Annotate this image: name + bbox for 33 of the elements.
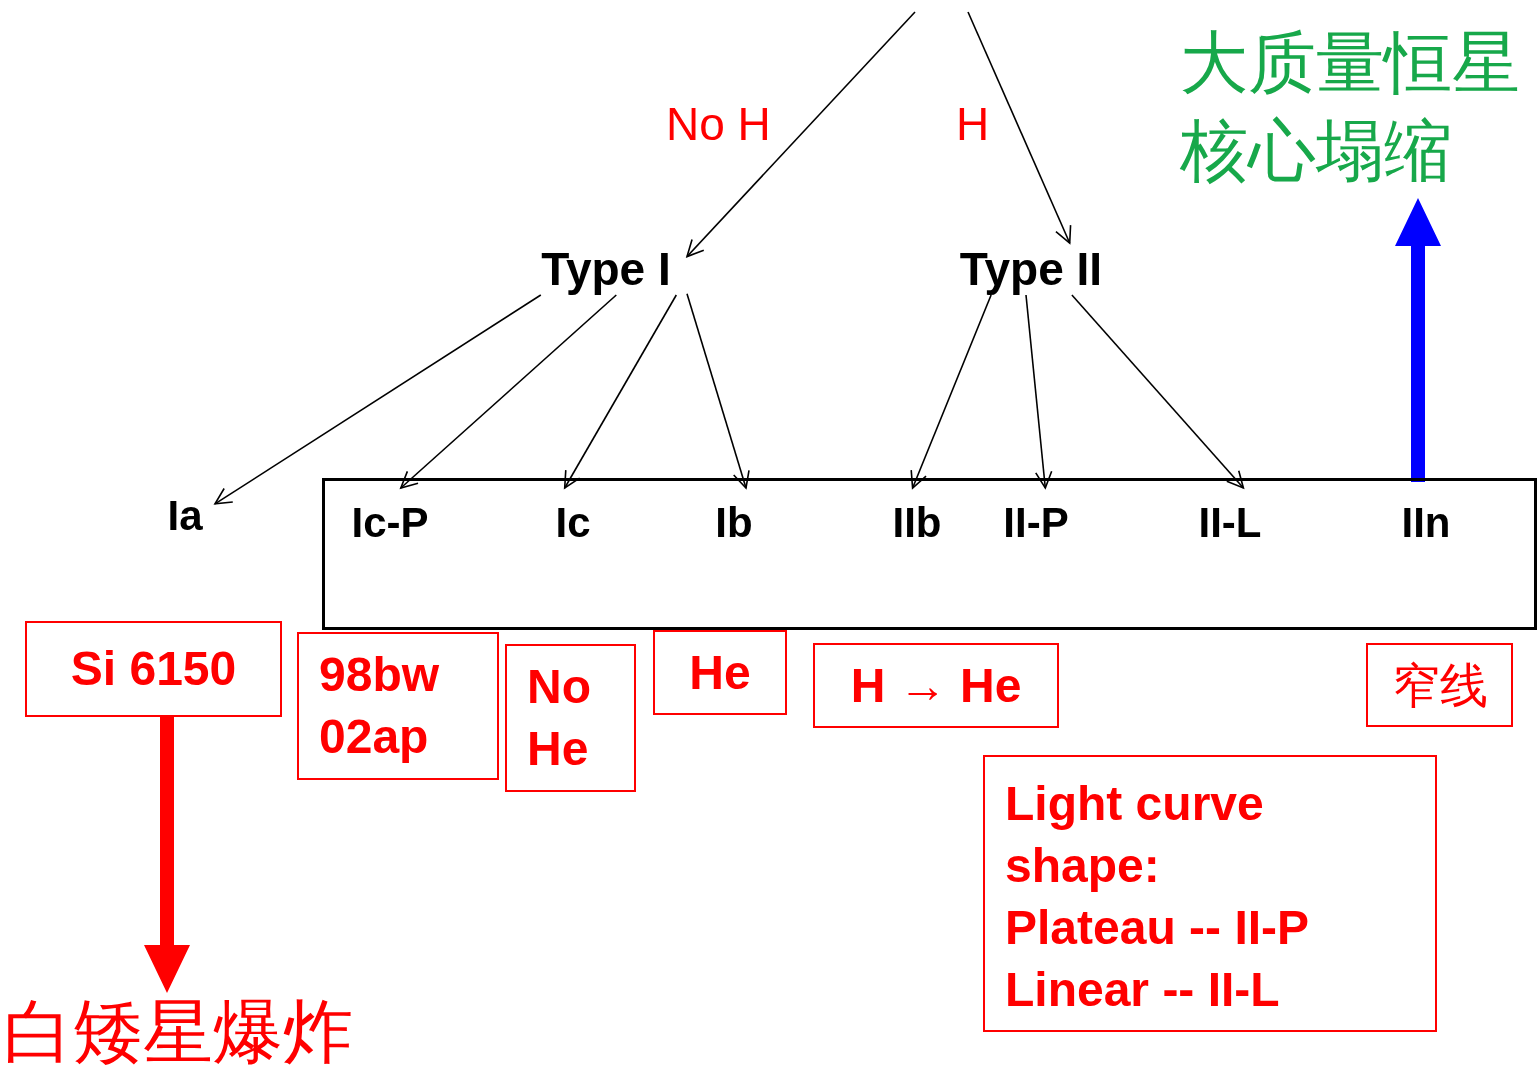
feature-box: Si 6150 (25, 621, 282, 717)
subtype-label: Ib (708, 488, 760, 558)
arrow (686, 293, 750, 489)
subtype-label: II-L (1188, 488, 1272, 558)
note-line: Linear -- II-L (1005, 962, 1281, 1018)
feature-box: No He (505, 644, 636, 792)
arrow (1071, 294, 1245, 489)
note-line: Light curve shape: (1005, 776, 1265, 894)
subtype-label: Ic (548, 488, 598, 558)
type-label: Type I (525, 243, 687, 295)
arrow (563, 294, 678, 489)
feature-box: 98bw 02ap (297, 632, 499, 780)
arrow (910, 294, 992, 489)
arrow (1025, 294, 1053, 489)
subtype-box (322, 478, 1537, 630)
arrow (214, 294, 542, 505)
arrow (1395, 198, 1441, 482)
arrow (400, 294, 618, 489)
feature-box: H → He (813, 643, 1059, 728)
arrow (686, 11, 916, 258)
result-label: 白矮星爆炸 (3, 993, 383, 1073)
subtype-label: Ic-P (340, 488, 440, 558)
subtype-label: IIn (1393, 482, 1459, 558)
arrow (967, 11, 1072, 244)
type-label: Type II (940, 243, 1122, 295)
type-label: Ia (155, 492, 215, 540)
arrow (144, 717, 190, 993)
feature-box: He (653, 630, 787, 715)
subtype-label: IIb (885, 488, 949, 558)
result-label: 大质量恒星核心塌缩 (1180, 18, 1537, 198)
subtype-label: II-P (995, 488, 1077, 558)
note-line: Plateau -- II-P (1005, 900, 1311, 956)
feature-box: 窄线 (1366, 643, 1513, 727)
